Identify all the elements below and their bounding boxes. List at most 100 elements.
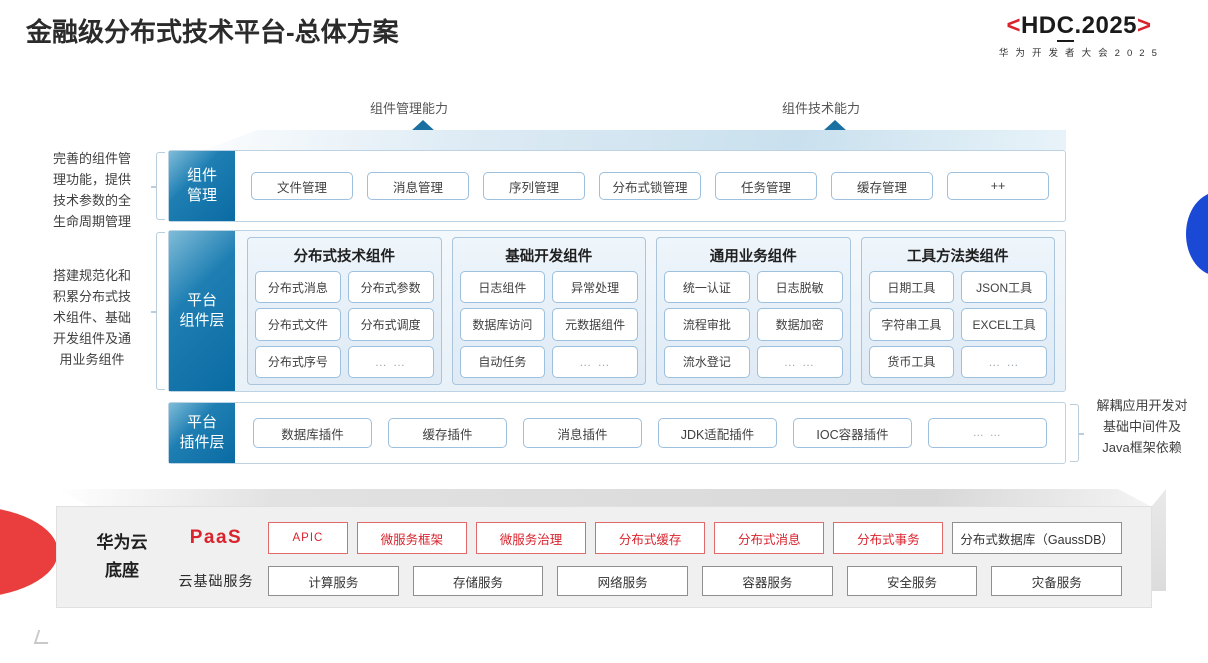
group-grid-basic-development: 日志组件 异常处理 数据库访问 元数据组件 自动任务 … … bbox=[459, 271, 638, 378]
group-grid-common-business: 统一认证 日志脱敏 流程审批 数据加密 流水登记 … … bbox=[664, 271, 843, 378]
bottom-corner-tick bbox=[33, 630, 53, 644]
chip-apic[interactable]: APIC bbox=[268, 522, 348, 554]
group-grid-distributed-tech: 分布式消息 分布式参数 分布式文件 分布式调度 分布式序号 … … bbox=[255, 271, 434, 378]
row-label-component-management: 组件 管理 bbox=[169, 151, 235, 221]
foundation-title: 华为云 底座 bbox=[76, 506, 168, 608]
hdc-logo-main: <HDC.2025> bbox=[964, 12, 1194, 42]
chip-distributed-database-gaussdb[interactable]: 分布式数据库（GaussDB） bbox=[952, 522, 1122, 554]
chip-cache-management[interactable]: 缓存管理 bbox=[831, 172, 933, 200]
group-title-basic-development: 基础开发组件 bbox=[505, 249, 593, 265]
chip-currency-tool[interactable]: 货币工具 bbox=[868, 345, 955, 378]
side-note-left-top: 完善的组件管 理功能，提供 技术参数的全 生命周期管理 bbox=[52, 151, 131, 230]
row-label-line2: 插件层 bbox=[179, 434, 225, 451]
chip-security-service[interactable]: 安全服务 bbox=[846, 566, 978, 596]
logo-text-c: C bbox=[1056, 12, 1075, 42]
foundation-slab-right-face bbox=[1152, 489, 1166, 591]
chip-exception-handling[interactable]: 异常处理 bbox=[552, 271, 638, 304]
row-label-line1: 平台 bbox=[186, 291, 217, 309]
group-title-tool-method: 工具方法类组件 bbox=[907, 249, 1009, 265]
chip-more-plus[interactable]: ++ bbox=[947, 172, 1049, 200]
row-label-platform-component-layer: 平台 组件层 bbox=[169, 231, 235, 391]
chip-container-service[interactable]: 容器服务 bbox=[702, 566, 833, 596]
red-wedge-decoration bbox=[0, 506, 58, 598]
row-label-line1: 平台 bbox=[186, 413, 217, 431]
chip-database-plugin[interactable]: 数据库插件 bbox=[253, 418, 372, 448]
management-chip-list: 文件管理 消息管理 序列管理 分布式锁管理 任务管理 缓存管理 ++ bbox=[243, 151, 1057, 221]
chip-network-service[interactable]: 网络服务 bbox=[557, 566, 689, 596]
bracket-left-top bbox=[151, 152, 165, 220]
group-title-distributed-tech: 分布式技术组件 bbox=[293, 249, 396, 265]
chip-task-management[interactable]: 任务管理 bbox=[715, 172, 817, 200]
logo-bracket-right-icon: > bbox=[1137, 12, 1152, 39]
chip-distributed-transaction[interactable]: 分布式事务 bbox=[833, 522, 944, 554]
chip-string-tool[interactable]: 字符串工具 bbox=[868, 308, 955, 341]
bracket-left-mid bbox=[151, 232, 165, 390]
chip-distributed-lock-management[interactable]: 分布式锁管理 bbox=[599, 172, 701, 200]
group-grid-tool-method: 日期工具 JSON工具 字符串工具 EXCEL工具 货币工具 … … bbox=[868, 271, 1047, 378]
plugin-chip-list: 数据库插件 缓存插件 消息插件 JDK适配插件 IOC容器插件 … … bbox=[243, 403, 1057, 463]
chip-ioc-container-plugin[interactable]: IOC容器插件 bbox=[793, 418, 912, 448]
foundation-slab-top-face bbox=[56, 489, 1152, 507]
group-common-business: 通用业务组件 统一认证 日志脱敏 流程审批 数据加密 流水登记 … … bbox=[656, 237, 851, 385]
paas-chip-list: APIC 微服务框架 微服务治理 分布式缓存 分布式消息 分布式事务 分布式数据… bbox=[268, 522, 1122, 554]
chip-json-tool[interactable]: JSON工具 bbox=[961, 271, 1047, 304]
logo-bracket-left-icon: < bbox=[1006, 12, 1021, 39]
chip-distributed-message[interactable]: 分布式消息 bbox=[255, 271, 341, 304]
chip-log-desensitize[interactable]: 日志脱敏 bbox=[756, 271, 843, 304]
chip-more-dots[interactable]: … … bbox=[347, 345, 434, 378]
chip-distributed-schedule[interactable]: 分布式调度 bbox=[347, 308, 434, 341]
chip-storage-service[interactable]: 存储服务 bbox=[412, 566, 544, 596]
row-platform-plugin-layer: 平台 插件层 数据库插件 缓存插件 消息插件 JDK适配插件 IOC容器插件 …… bbox=[168, 402, 1066, 464]
chip-disaster-recovery-service[interactable]: 灾备服务 bbox=[991, 566, 1123, 596]
chip-file-management[interactable]: 文件管理 bbox=[251, 172, 353, 200]
chip-metadata-component[interactable]: 元数据组件 bbox=[552, 308, 638, 341]
chip-cache-plugin[interactable]: 缓存插件 bbox=[388, 418, 507, 448]
chip-database-access[interactable]: 数据库访问 bbox=[459, 308, 546, 341]
row-platform-component-layer: 平台 组件层 分布式技术组件 分布式消息 分布式参数 分布式文件 分布式调度 分… bbox=[168, 230, 1066, 392]
foundation-title-line2: 底座 bbox=[105, 561, 139, 580]
page-title: 金融级分布式技术平台-总体方案 bbox=[26, 17, 399, 47]
chip-process-approval[interactable]: 流程审批 bbox=[664, 308, 750, 341]
cloud-base-row-label: 云基础服务 bbox=[178, 573, 254, 589]
chip-more-dots[interactable]: … … bbox=[961, 345, 1047, 378]
hdc-logo: <HDC.2025> 华 为 开 发 者 大 会 2 0 2 5 bbox=[964, 12, 1194, 59]
chip-data-encryption[interactable]: 数据加密 bbox=[756, 308, 843, 341]
chip-more-dots[interactable]: … … bbox=[928, 418, 1047, 448]
chip-date-tool[interactable]: 日期工具 bbox=[868, 271, 955, 304]
chip-microservice-framework[interactable]: 微服务框架 bbox=[356, 522, 467, 554]
hdc-logo-subtitle: 华 为 开 发 者 大 会 2 0 2 5 bbox=[998, 48, 1160, 59]
chip-auto-task[interactable]: 自动任务 bbox=[459, 345, 546, 378]
chip-jdk-adapter-plugin[interactable]: JDK适配插件 bbox=[658, 418, 777, 448]
component-group-list: 分布式技术组件 分布式消息 分布式参数 分布式文件 分布式调度 分布式序号 … … bbox=[243, 237, 1059, 385]
chip-more-dots[interactable]: … … bbox=[756, 345, 843, 378]
chip-microservice-governance[interactable]: 微服务治理 bbox=[475, 522, 587, 554]
group-distributed-tech: 分布式技术组件 分布式消息 分布式参数 分布式文件 分布式调度 分布式序号 … … bbox=[247, 237, 442, 385]
chip-distributed-message[interactable]: 分布式消息 bbox=[714, 522, 825, 554]
chip-distributed-sequence[interactable]: 分布式序号 bbox=[255, 345, 341, 378]
chip-distributed-file[interactable]: 分布式文件 bbox=[255, 308, 341, 341]
arrow-caption-technology: 组件技术能力 bbox=[782, 101, 861, 116]
row-component-management: 组件 管理 文件管理 消息管理 序列管理 分布式锁管理 任务管理 缓存管理 ++ bbox=[168, 150, 1066, 222]
chip-compute-service[interactable]: 计算服务 bbox=[268, 566, 399, 596]
chip-message-management[interactable]: 消息管理 bbox=[367, 172, 469, 200]
side-note-right-bottom: 解耦应用开发对 基础中间件及 Java框架依赖 bbox=[1096, 398, 1188, 456]
chip-more-dots[interactable]: … … bbox=[552, 345, 638, 378]
chip-distributed-param[interactable]: 分布式参数 bbox=[347, 271, 434, 304]
chip-excel-tool[interactable]: EXCEL工具 bbox=[961, 308, 1047, 341]
logo-text-year: .2025 bbox=[1074, 12, 1138, 39]
chip-sequence-management[interactable]: 序列管理 bbox=[483, 172, 585, 200]
chip-distributed-cache[interactable]: 分布式缓存 bbox=[595, 522, 706, 554]
chip-unified-auth[interactable]: 统一认证 bbox=[664, 271, 750, 304]
board-top-band bbox=[203, 130, 1066, 150]
arrow-caption-management: 组件管理能力 bbox=[370, 101, 449, 116]
blue-lens-decoration bbox=[1186, 192, 1208, 276]
chip-log-component[interactable]: 日志组件 bbox=[459, 271, 546, 304]
logo-text-hd: HD bbox=[1020, 12, 1057, 39]
chip-message-plugin[interactable]: 消息插件 bbox=[523, 418, 642, 448]
bracket-right-bottom bbox=[1070, 404, 1084, 462]
chip-transaction-record[interactable]: 流水登记 bbox=[664, 345, 750, 378]
foundation-title-line1: 华为云 bbox=[96, 532, 148, 552]
row-label-line2: 组件层 bbox=[179, 312, 225, 329]
paas-row-label: PaaS bbox=[189, 527, 243, 548]
